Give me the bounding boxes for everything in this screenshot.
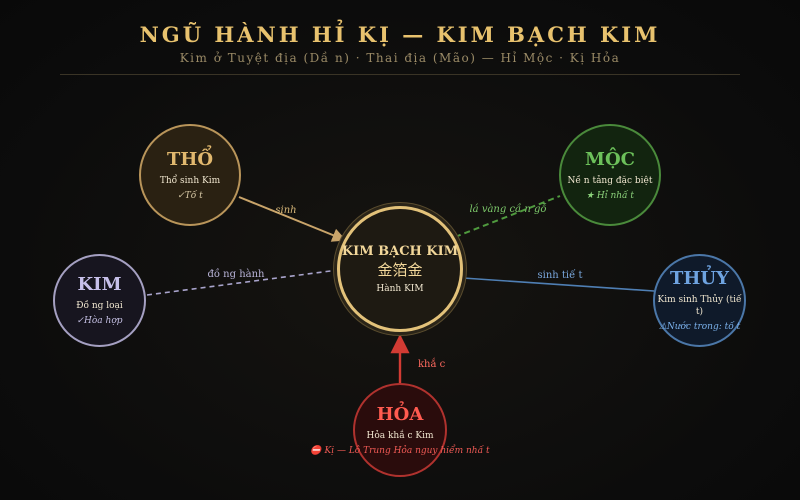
node-tho-relation: Thổ sinh Kim: [159, 175, 221, 186]
node-kim: KIM Đồ ng loại ✓Hòa hợp: [53, 254, 146, 347]
node-hoa-relation: Hỏa khắ c Kim: [366, 430, 434, 441]
node-hoa-title: HỎA: [376, 403, 424, 425]
page-title: NGŨ HÀNH HỈ KỊ — KIM BẠCH KIM: [139, 22, 661, 47]
node-kim-verdict: ✓Hòa hợp: [76, 316, 123, 326]
edge-tho-label: sinh: [275, 205, 296, 216]
node-moc: MỘC Nề n tảng đặc biệt ★ Hỉ nhấ t: [559, 124, 661, 226]
edge-moc-label: lá vàng cầ n gỗ: [469, 203, 546, 215]
node-thuy-verdict: ⚠Nước trong: tố t: [658, 322, 741, 332]
node-hoa: HỎA Hỏa khắ c Kim ⛔ Kị — Lô Trung Hỏa ng…: [310, 383, 490, 477]
edge-thuy-label: sinh tiế t: [538, 270, 583, 281]
center-caption: Hành KIM: [376, 283, 424, 294]
page-subtitle: Kim ở Tuyệt địa (Dầ n) · Thai địa (Mão) …: [179, 51, 621, 65]
node-tho: THỔ Thổ sinh Kim ✓Tố t: [139, 124, 241, 226]
node-thuy-title: THỦY: [670, 268, 729, 289]
node-kim-relation: Đồ ng loại: [76, 301, 123, 311]
edge-tho-line: [238, 196, 347, 242]
edge-hoa-label: khắ c: [418, 358, 446, 370]
node-moc-verdict: ★ Hỉ nhấ t: [585, 190, 635, 201]
edge-kim-label: đồ ng hành: [207, 269, 265, 280]
node-center-kim-bach-kim: KIM BẠCH KIM 金箔金 Hành KIM: [337, 206, 463, 332]
center-chinese-chars: 金箔金: [377, 260, 423, 279]
node-tho-verdict: ✓Tố t: [177, 190, 203, 201]
node-moc-relation: Nề n tảng đặc biệt: [567, 175, 653, 186]
node-moc-title: MỘC: [585, 148, 635, 170]
node-kim-title: KIM: [77, 274, 122, 295]
header-divider: [60, 74, 740, 75]
node-thuy: THỦY Kim sinh Thủy (tiế t) ⚠Nước trong: …: [653, 254, 746, 347]
center-title: KIM BẠCH KIM: [341, 243, 459, 259]
node-hoa-verdict: ⛔ Kị — Lô Trung Hỏa nguy hiểm nhấ t: [310, 445, 490, 456]
edge-thuy-line: [462, 277, 655, 292]
node-tho-title: THỔ: [166, 148, 214, 170]
node-thuy-relation: Kim sinh Thủy (tiế t): [657, 295, 742, 317]
edge-moc-line: [454, 195, 561, 238]
